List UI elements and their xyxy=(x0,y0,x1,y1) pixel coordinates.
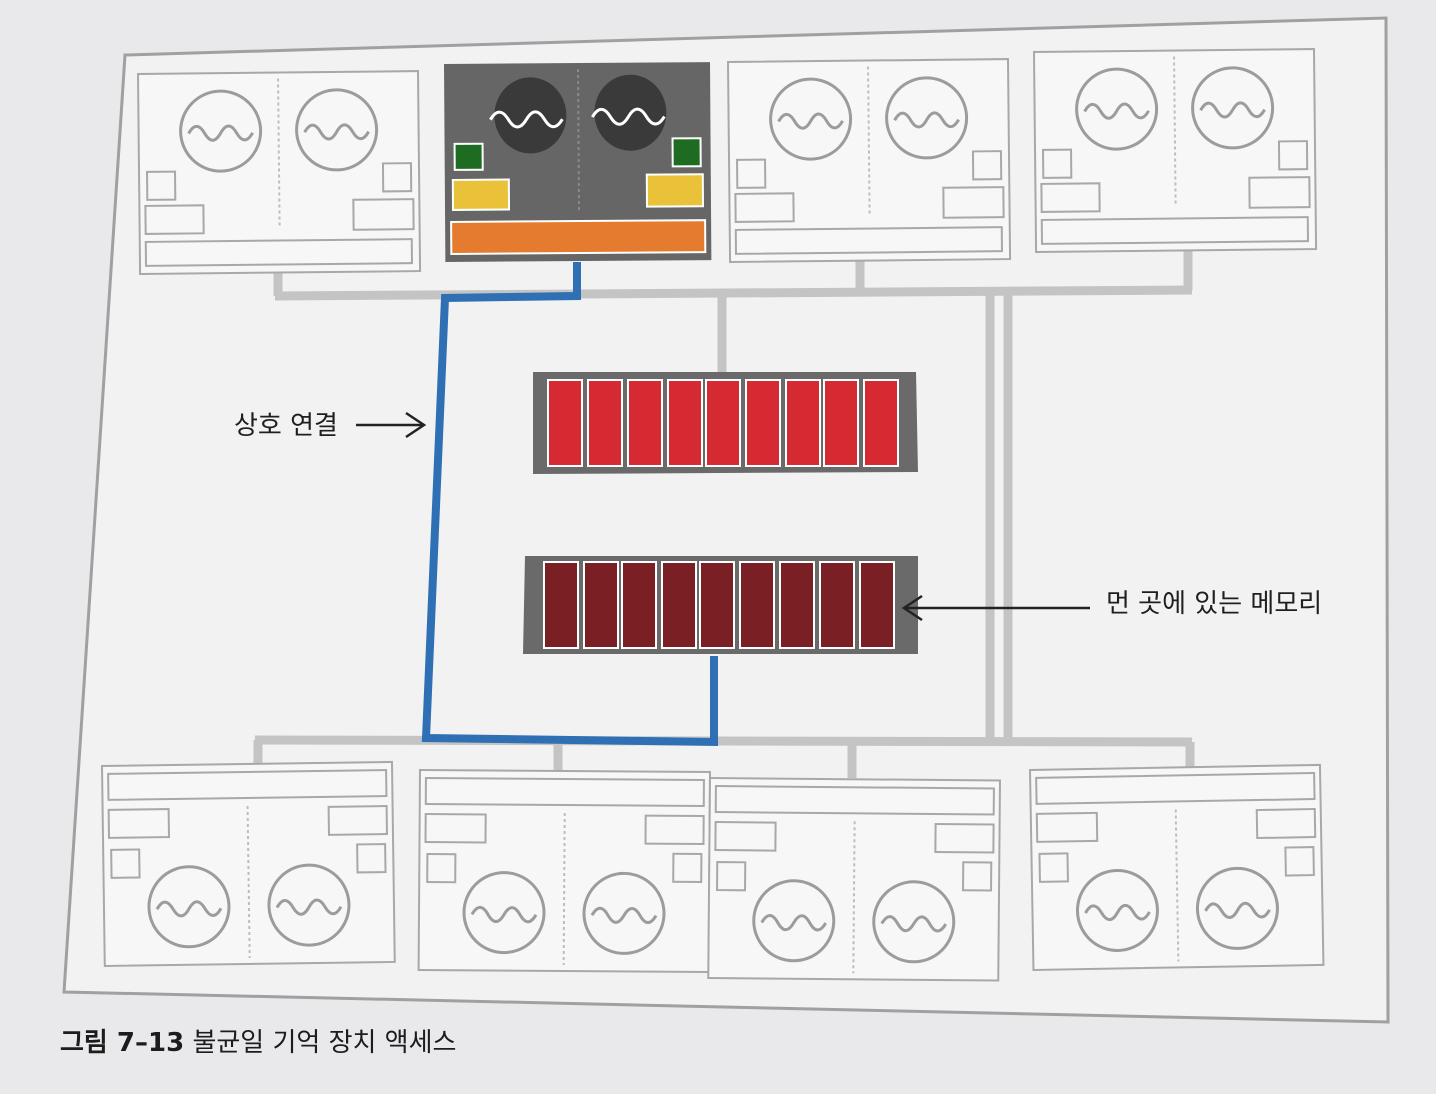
node-bottom-3 xyxy=(706,776,1002,983)
node-bottom-2 xyxy=(417,768,712,974)
node-top-4 xyxy=(1032,47,1318,254)
cpu-core-icon xyxy=(489,77,567,154)
figure-caption: 그림 7–13 불균일 기억 장치 액세스 xyxy=(60,1022,456,1059)
remote-memory-label: 먼 곳에 있는 메모리 xyxy=(1106,589,1322,619)
active-node xyxy=(444,62,712,262)
system-bus xyxy=(253,250,1195,778)
node-top-3 xyxy=(726,57,1012,264)
node-bottom-1 xyxy=(100,760,397,968)
node-top-1 xyxy=(136,69,422,276)
interconnect-label: 상호 연결 xyxy=(234,411,338,441)
figure-title: 불균일 기억 장치 액세스 xyxy=(192,1028,457,1058)
arrow-left-icon xyxy=(901,594,1090,622)
node-bottom-4 xyxy=(1028,763,1325,972)
interconnect-path xyxy=(421,262,718,747)
local-memory-module xyxy=(533,372,918,474)
remote-memory-module xyxy=(523,556,918,654)
arrow-right-icon xyxy=(356,411,427,439)
cpu-core-icon xyxy=(591,74,667,151)
figure-number: 그림 7–13 xyxy=(60,1028,185,1058)
